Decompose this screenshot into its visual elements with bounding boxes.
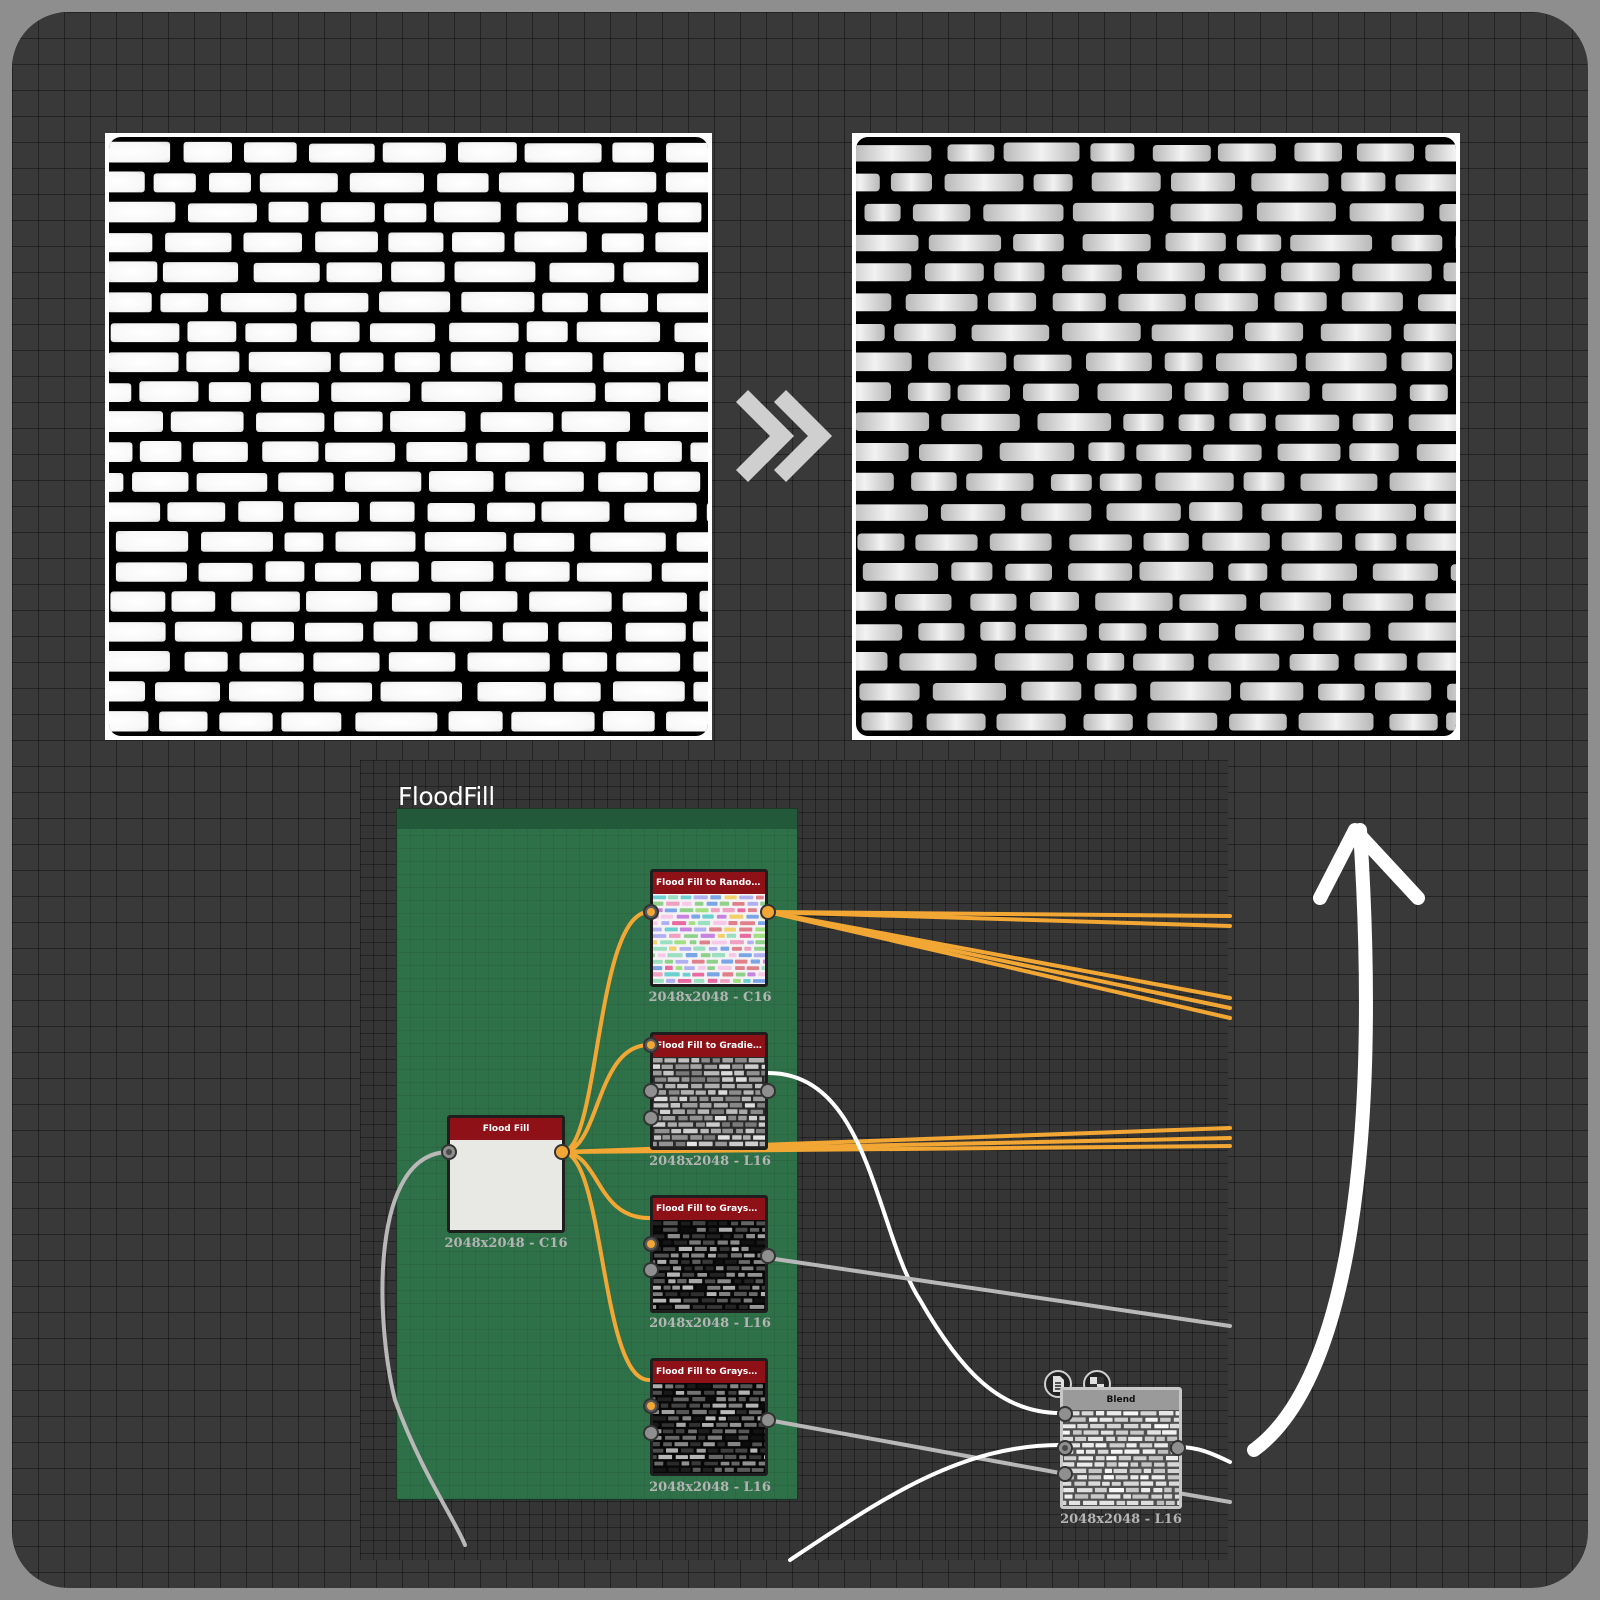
wire-floodfill-to-random: [560, 910, 651, 1154]
wire-input-to-floodfill: [380, 1150, 467, 1547]
frame-header[interactable]: [397, 809, 797, 829]
node-resolution: 2048x2048 - L16: [649, 1480, 771, 1495]
brick-mask-image: [109, 137, 708, 736]
wire-grayscale1-out: [766, 1256, 1232, 1328]
curved-up-arrow-icon: [1247, 823, 1425, 1457]
node-title: Blend: [1063, 1390, 1179, 1410]
node-title: Flood Fill to Grayscale: [653, 1361, 765, 1383]
blend-node[interactable]: Blend: [1060, 1387, 1182, 1509]
flood-fill-output-port[interactable]: [554, 1144, 570, 1160]
blend-output-port[interactable]: [1170, 1440, 1186, 1456]
wire-grayscale2-to-blend: [766, 1418, 1062, 1475]
node-thumbnail: [450, 1140, 562, 1230]
wire-floodfill-to-gradient: [560, 1043, 651, 1154]
node-resolution: 2048x2048 - C16: [444, 1236, 568, 1251]
brick-gradient-image: [856, 137, 1456, 736]
grayscale1-output-port[interactable]: [760, 1248, 776, 1264]
random-color-input-port[interactable]: [643, 904, 659, 920]
wire-gradient-to-blend: [766, 1071, 1062, 1415]
double-chevron-right-icon: [735, 389, 833, 483]
grayscale2-output-port[interactable]: [760, 1412, 776, 1428]
wire-floodfill-long-3: [560, 1144, 1232, 1154]
random-color-output-port[interactable]: [760, 904, 776, 920]
grayscale2-input-port-1[interactable]: [643, 1398, 659, 1414]
flood-fill-to-gradient-node[interactable]: Flood Fill to Gradient: [650, 1032, 768, 1150]
flood-fill-input-port[interactable]: [441, 1144, 457, 1160]
wire-blend-out-2: [1176, 1491, 1232, 1504]
node-resolution: 2048x2048 - L16: [649, 1316, 771, 1331]
blend-input-port-2[interactable]: [1057, 1440, 1073, 1456]
grayscale1-input-port-1[interactable]: [643, 1236, 659, 1252]
gradient-input-port-3[interactable]: [643, 1110, 659, 1126]
node-title: Flood Fill to Grayscale: [653, 1198, 765, 1220]
wire-floodfill-to-grayscale-1: [560, 1150, 651, 1220]
flood-fill-to-random-color-node[interactable]: Flood Fill to Random Co...: [650, 869, 768, 987]
blend-input-port-3[interactable]: [1057, 1466, 1073, 1482]
node-thumbnail: [653, 894, 765, 984]
brick-gradient-preview: [852, 133, 1460, 740]
node-thumbnail: [1063, 1410, 1179, 1506]
node-thumbnail: [653, 1220, 765, 1310]
node-resolution: 2048x2048 - C16: [648, 990, 772, 1005]
grayscale2-input-port-2[interactable]: [643, 1425, 659, 1441]
flood-fill-node[interactable]: Flood Fill: [447, 1115, 565, 1233]
node-title: Flood Fill to Random Co...: [653, 872, 765, 894]
flood-fill-to-grayscale-node-1[interactable]: Flood Fill to Grayscale: [650, 1195, 768, 1313]
blend-input-port-1[interactable]: [1057, 1406, 1073, 1422]
flood-fill-to-grayscale-node-2[interactable]: Flood Fill to Grayscale: [650, 1358, 768, 1476]
node-resolution: 2048x2048 - L16: [649, 1154, 771, 1169]
wire-floodfill-to-grayscale-2: [560, 1150, 651, 1382]
node-resolution: 2048x2048 - L16: [1060, 1512, 1182, 1527]
gradient-input-port-1[interactable]: [643, 1037, 659, 1053]
wire-random-out-5: [766, 910, 1232, 1020]
grayscale1-input-port-2[interactable]: [643, 1262, 659, 1278]
node-thumbnail: [653, 1383, 765, 1473]
wire-bottom-to-blend: [788, 1443, 1062, 1562]
node-thumbnail: [653, 1057, 765, 1147]
gradient-output-port[interactable]: [760, 1083, 776, 1099]
frame-title: FloodFill: [398, 782, 495, 811]
brick-mask-preview: [105, 133, 712, 740]
node-title: Flood Fill to Gradient: [653, 1035, 765, 1057]
node-title: Flood Fill: [450, 1118, 562, 1140]
wire-random-out-2: [766, 910, 1232, 928]
gradient-input-port-2[interactable]: [643, 1083, 659, 1099]
